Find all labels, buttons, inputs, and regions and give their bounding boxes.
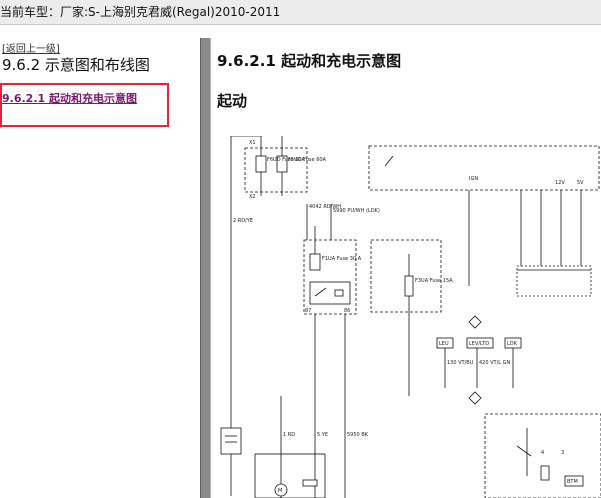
window-title-bar: 当前车型：厂家:S-上海别克君威(Regal)2010-2011 — [0, 0, 601, 25]
fuse-block-dashed — [244, 147, 308, 193]
label-btm: BTM — [567, 479, 578, 485]
connector-label-x2: X2 — [249, 194, 256, 200]
wire-label-vt-gn: 420 VT/L GN — [479, 360, 511, 366]
wire-label-vt-bu: 130 VT/BU — [447, 360, 474, 366]
fuse-label-f6ud: F6UD Fuse 60A — [267, 157, 306, 163]
module-leu: LEU — [439, 341, 449, 347]
wire-label-rd-wh: 4042 RD/WH — [309, 204, 341, 210]
back-link[interactable]: [返回上一级] — [2, 44, 60, 55]
motor-label: M — [278, 488, 282, 494]
label-12v: 12V — [555, 180, 565, 186]
starter-relay — [309, 281, 351, 305]
label-pin-4: 4 — [541, 450, 544, 456]
ignition-block-dashed — [368, 145, 600, 191]
relay-pin-86: 86 — [344, 308, 350, 314]
fuse-label-f3ua: F3UA Fuse 15A — [415, 278, 453, 284]
page-title: 9.6.2.1 起动和充电示意图 — [217, 52, 402, 70]
label-pin-3: 3 — [561, 450, 564, 456]
section-title: 9.6.2 示意图和布线图 — [2, 56, 150, 74]
label-ign: IGN — [469, 176, 478, 182]
sidebar-item-starting-charging[interactable]: 9.6.2.1 起动和充电示意图 — [2, 92, 137, 105]
subsection-title: 起动 — [217, 92, 248, 110]
wire-label-ye: 5 YE — [317, 432, 328, 438]
wire-label-rd: 1 RD — [283, 432, 295, 438]
fuse-f6ud — [255, 155, 267, 173]
sidebar: [返回上一级] 9.6.2 示意图和布线图 9.6.2.1 起动和充电示意图 — [0, 38, 200, 498]
wiring-diagram: F6UD Fuse 60A F5UD Fuse 60A X1 X2 2 RD/Y… — [220, 136, 601, 498]
connector-label-x1: X1 — [249, 140, 256, 146]
window-title: 当前车型：厂家:S-上海别克君威(Regal)2010-2011 — [0, 5, 281, 19]
wire-label-bk: 5950 BK — [347, 432, 369, 438]
pane-splitter[interactable] — [200, 38, 211, 498]
wire-label-pu-wh: 5990 PU/WH (LDK) — [333, 208, 380, 214]
relay-block-dashed — [303, 239, 357, 315]
module-lev-ltd: LEV/LTD — [469, 341, 489, 347]
fuse-label-f1ua: F1UA Fuse 30 A — [322, 256, 362, 262]
selected-item-highlight — [0, 83, 169, 127]
module-ldk: LDK — [507, 341, 518, 347]
document-pane: 9.6.2.1 起动和充电示意图 起动 F6UD Fuse 60A F5UD F… — [211, 38, 601, 498]
fuse-label-f5ud: F5UD Fuse 60A — [288, 157, 327, 163]
wire-label-rd-ye: 2 RD/YE — [233, 218, 253, 224]
relay-pin-87: 87 — [305, 308, 311, 314]
label-5v: 5V — [577, 180, 584, 186]
